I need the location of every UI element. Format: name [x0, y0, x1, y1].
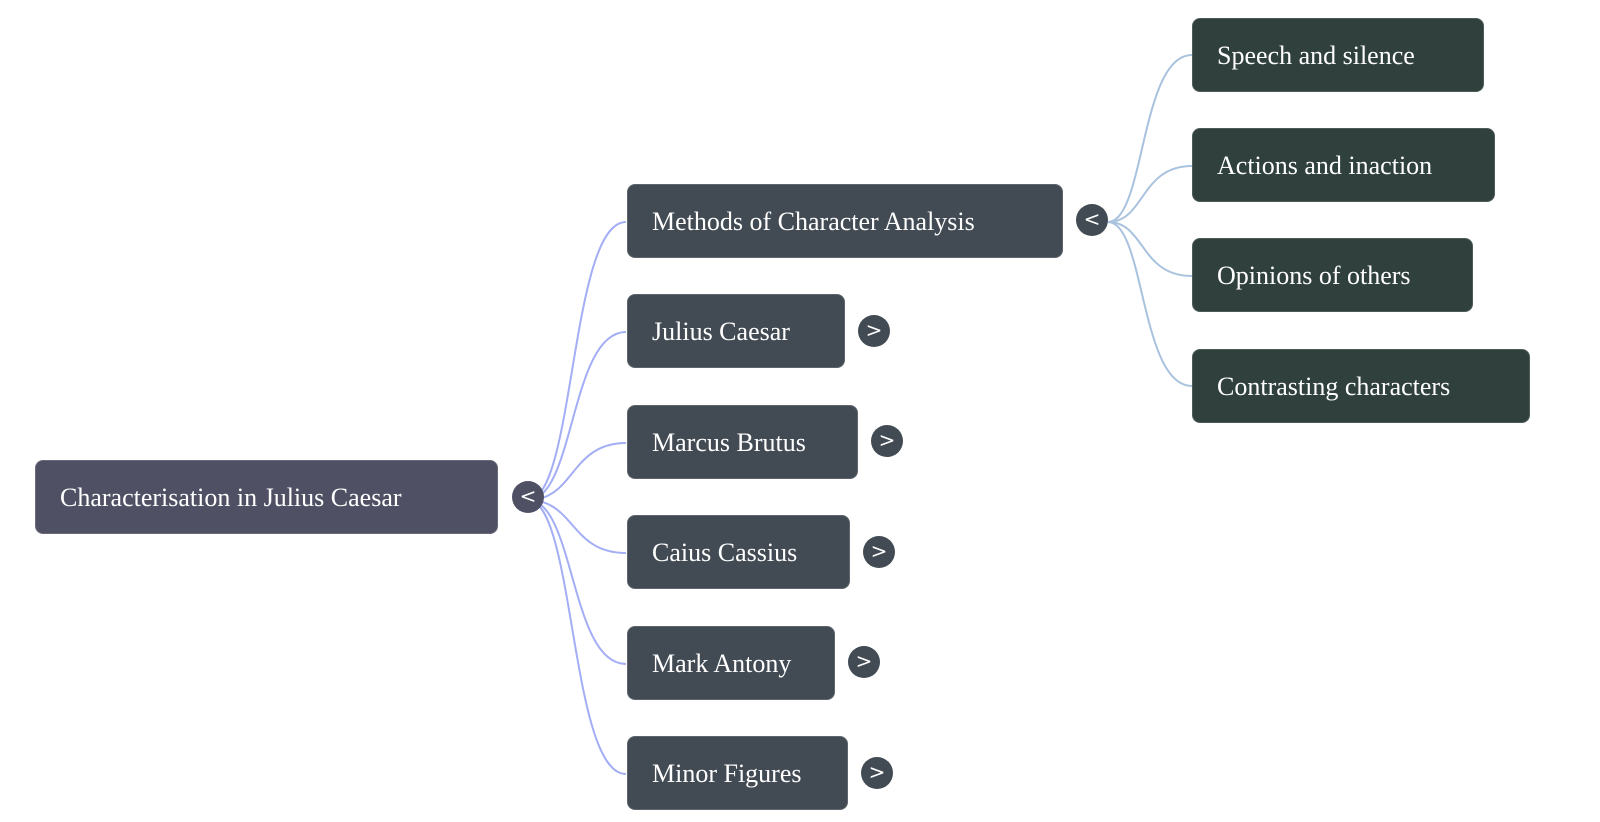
- expand-toggle-minor-figures[interactable]: >: [861, 757, 893, 789]
- node-label: Caius Cassius: [652, 538, 798, 567]
- node-marcus-brutus[interactable]: Marcus Brutus: [627, 405, 858, 479]
- node-contrasting-characters[interactable]: Contrasting characters: [1192, 349, 1530, 423]
- collapse-toggle-methods[interactable]: <: [1076, 204, 1108, 236]
- root-node-label: Characterisation in Julius Caesar: [60, 483, 402, 512]
- chevron-right-icon: >: [870, 539, 888, 563]
- node-methods-of-character-analysis[interactable]: Methods of Character Analysis: [627, 184, 1063, 258]
- chevron-left-icon: <: [1083, 207, 1101, 231]
- node-label: Speech and silence: [1217, 41, 1415, 70]
- connector-methods-to-actions: [1107, 165, 1193, 223]
- chevron-right-icon: >: [855, 649, 873, 673]
- expand-toggle-julius-caesar[interactable]: >: [858, 315, 890, 347]
- expand-toggle-marcus-brutus[interactable]: >: [871, 425, 903, 457]
- node-mark-antony[interactable]: Mark Antony: [627, 626, 835, 700]
- connector-methods-to-speech: [1107, 54, 1193, 223]
- node-label: Mark Antony: [652, 649, 792, 678]
- node-speech-and-silence[interactable]: Speech and silence: [1192, 18, 1484, 92]
- expand-toggle-caius-cassius[interactable]: >: [863, 536, 895, 568]
- collapse-toggle-root[interactable]: <: [512, 481, 544, 513]
- node-label: Actions and inaction: [1217, 151, 1433, 180]
- connector-root-to-minor-figures: [527, 499, 627, 775]
- node-label: Minor Figures: [652, 759, 802, 788]
- connector-methods-to-opinions: [1107, 221, 1193, 277]
- node-actions-and-inaction[interactable]: Actions and inaction: [1192, 128, 1495, 202]
- node-caius-cassius[interactable]: Caius Cassius: [627, 515, 850, 589]
- node-label: Opinions of others: [1217, 261, 1411, 290]
- node-julius-caesar[interactable]: Julius Caesar: [627, 294, 845, 368]
- root-node[interactable]: Characterisation in Julius Caesar: [35, 460, 498, 534]
- node-opinions-of-others[interactable]: Opinions of others: [1192, 238, 1473, 312]
- expand-toggle-mark-antony[interactable]: >: [848, 646, 880, 678]
- node-label: Marcus Brutus: [652, 428, 806, 457]
- node-label: Contrasting characters: [1217, 372, 1451, 401]
- connector-root-to-julius-caesar: [527, 331, 627, 501]
- chevron-left-icon: <: [519, 484, 537, 508]
- connector-root-to-methods: [527, 221, 627, 501]
- node-minor-figures[interactable]: Minor Figures: [627, 736, 848, 810]
- chevron-right-icon: >: [865, 318, 883, 342]
- chevron-right-icon: >: [868, 760, 886, 784]
- connector-root-to-caius-cassius: [527, 499, 627, 554]
- connector-root-to-mark-antony: [527, 499, 627, 665]
- node-label: Methods of Character Analysis: [652, 207, 975, 236]
- node-label: Julius Caesar: [652, 317, 790, 346]
- chevron-right-icon: >: [878, 428, 896, 452]
- connector-methods-to-contrasting: [1107, 221, 1193, 387]
